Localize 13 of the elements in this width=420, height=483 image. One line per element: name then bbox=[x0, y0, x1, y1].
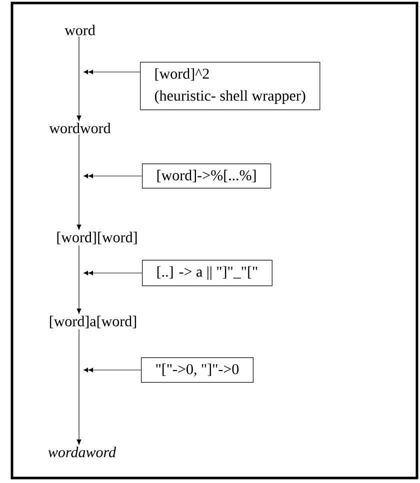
arrow bbox=[76, 134, 82, 230]
term-text: wordword bbox=[49, 122, 111, 134]
arrow bbox=[76, 329, 82, 445]
arrow bbox=[84, 270, 142, 276]
arrow bbox=[84, 368, 142, 372]
arrow bbox=[76, 245, 82, 314]
term-text: [word]a[word] bbox=[50, 316, 136, 328]
arrow bbox=[84, 70, 140, 74]
term-text: wordaword bbox=[48, 446, 116, 458]
term-text: word bbox=[64, 24, 96, 36]
term-text: [word][word] bbox=[57, 232, 137, 244]
arrow bbox=[84, 174, 142, 178]
arrow bbox=[76, 36, 82, 121]
